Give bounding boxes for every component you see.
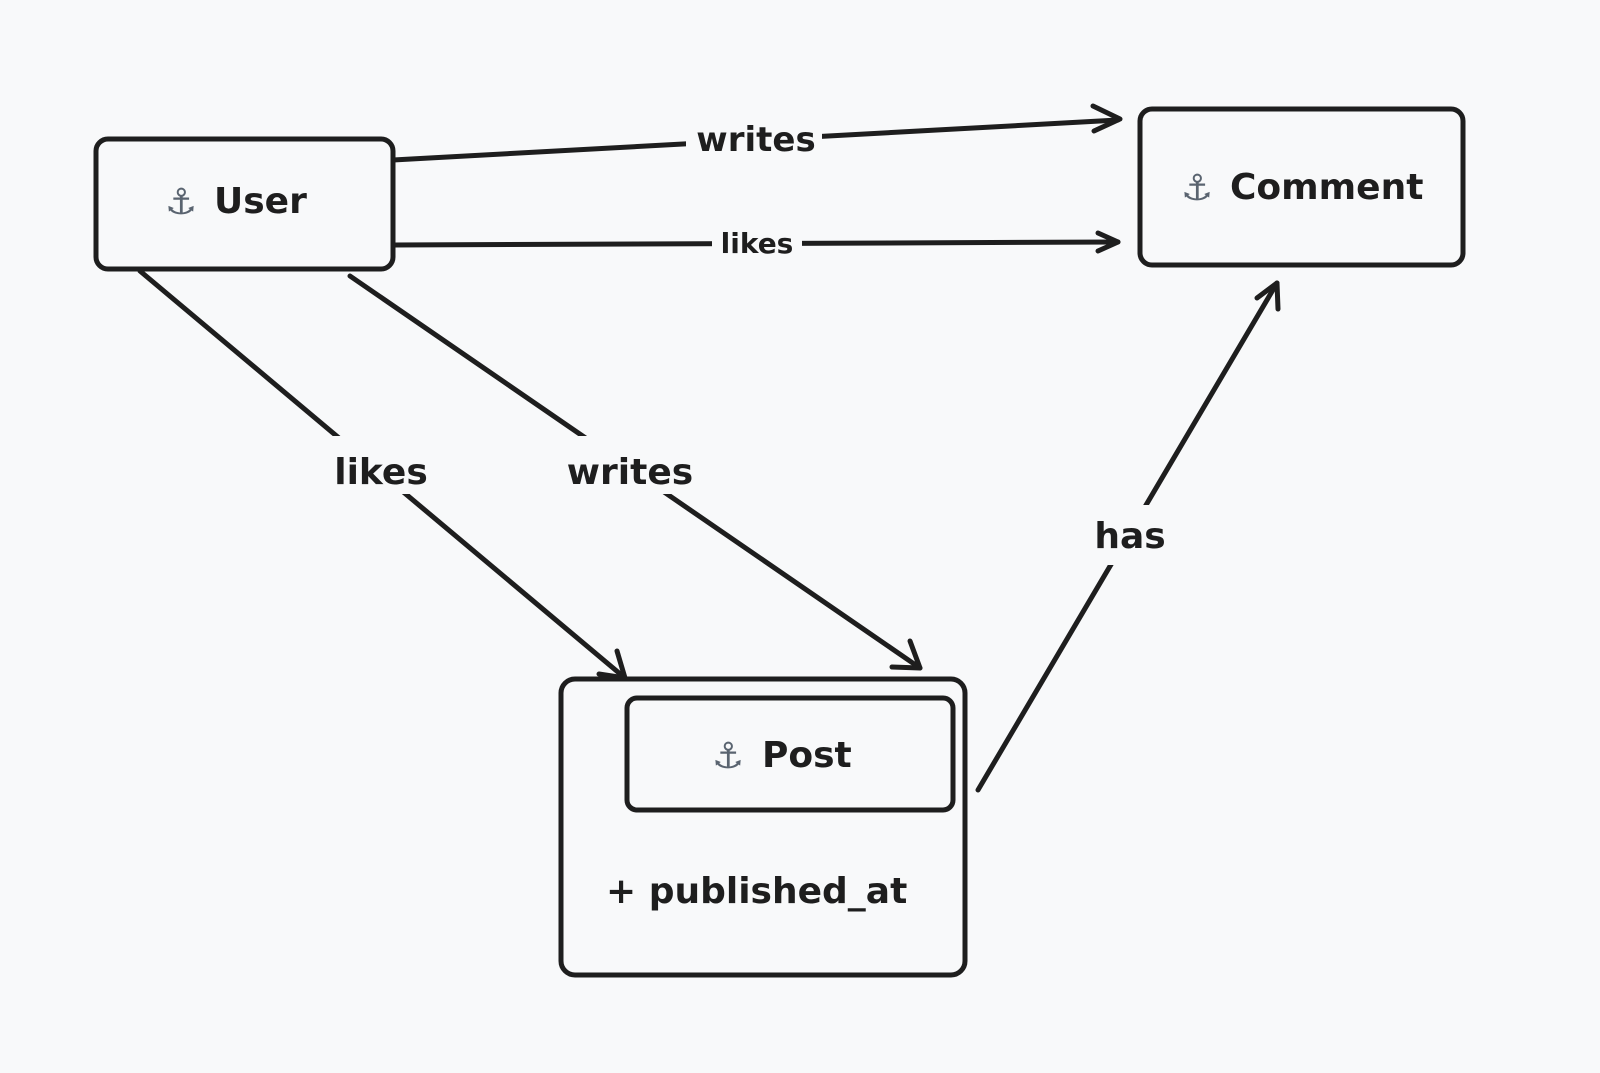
edge-label-has: has	[1094, 516, 1165, 557]
entity-user-box	[93, 136, 396, 272]
entity-post-outer-box	[558, 676, 968, 978]
anchor-icon: ⚓	[165, 182, 197, 223]
entity-post[interactable]: ⚓ Post + published_at	[558, 676, 968, 978]
entity-comment-name: Comment	[1230, 167, 1423, 208]
edge-post-has-comment[interactable]: has	[975, 280, 1281, 793]
edge-label-likes: likes	[334, 452, 428, 493]
anchor-icon: ⚓	[712, 736, 744, 777]
edge-user-likes-post[interactable]: likes	[137, 268, 628, 681]
entity-post-attribute: + published_at	[606, 871, 907, 912]
entity-comment[interactable]: ⚓ Comment	[1137, 106, 1466, 268]
anchor-icon: ⚓	[1181, 168, 1213, 209]
entity-post-header-box	[624, 695, 956, 813]
edge-label-writes: writes	[567, 452, 693, 493]
edge-user-writes-post[interactable]: writes	[347, 273, 923, 671]
edge-label-writes: writes	[696, 120, 815, 160]
entity-user-name: User	[214, 181, 307, 222]
entity-comment-box	[1137, 106, 1466, 268]
edge-user-writes-comment[interactable]: writes	[390, 103, 1123, 163]
edge-user-likes-comment[interactable]: likes	[390, 226, 1121, 262]
entity-post-name: Post	[762, 735, 852, 776]
entity-user[interactable]: ⚓ User	[93, 136, 396, 272]
edge-label-likes: likes	[721, 227, 794, 260]
